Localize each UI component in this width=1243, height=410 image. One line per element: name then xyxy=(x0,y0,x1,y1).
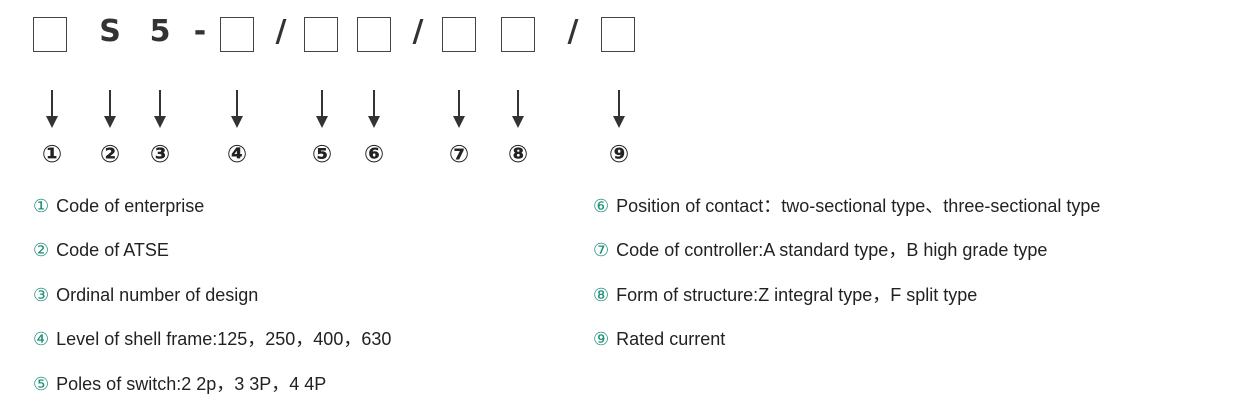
code-letter-s: S xyxy=(99,14,121,49)
legend-marker: ⑦ xyxy=(593,240,610,261)
legend-marker: ② xyxy=(33,240,50,261)
code-slash-1: / xyxy=(275,14,287,49)
legend-marker: ⑤ xyxy=(33,374,50,395)
legend-item-5: ⑤ Poles of switch:2 2p，3 3P，4 4P xyxy=(33,373,326,396)
marker-9: ⑨ xyxy=(608,140,630,168)
code-box-7 xyxy=(442,17,476,52)
code-box-5 xyxy=(304,17,338,52)
marker-1: ① xyxy=(41,140,63,168)
code-box-6 xyxy=(357,17,391,52)
code-box-9 xyxy=(601,17,635,52)
marker-4: ④ xyxy=(226,140,248,168)
legend-text: Code of controller:A standard type，B hig… xyxy=(616,240,1048,260)
legend-marker: ① xyxy=(33,196,50,217)
code-box-8 xyxy=(501,17,535,52)
legend-text: Level of shell frame:125，250，400，630 xyxy=(56,329,392,349)
legend-item-6: ⑥ Position of contact：two-sectional type… xyxy=(593,195,1100,218)
marker-3: ③ xyxy=(149,140,171,168)
code-box-4 xyxy=(220,17,254,52)
code-slash-2: / xyxy=(412,14,424,49)
legend-text: Position of contact：two-sectional type、t… xyxy=(616,196,1101,216)
legend-item-3: ③ Ordinal number of design xyxy=(33,284,258,307)
arrow-down-icon xyxy=(46,90,58,130)
legend-item-8: ⑧ Form of structure:Z integral type，F sp… xyxy=(593,284,977,307)
legend-marker: ⑥ xyxy=(593,196,610,217)
marker-5: ⑤ xyxy=(311,140,333,168)
legend-item-2: ② Code of ATSE xyxy=(33,239,169,262)
arrow-down-icon xyxy=(316,90,328,130)
arrow-down-icon xyxy=(104,90,116,130)
legend-item-1: ① Code of enterprise xyxy=(33,195,204,218)
marker-8: ⑧ xyxy=(507,140,529,168)
legend-marker: ⑨ xyxy=(593,329,610,350)
arrow-down-icon xyxy=(231,90,243,130)
legend-marker: ③ xyxy=(33,285,50,306)
legend-item-4: ④ Level of shell frame:125，250，400，630 xyxy=(33,328,391,351)
legend-item-9: ⑨ Rated current xyxy=(593,328,725,351)
legend-text: Ordinal number of design xyxy=(56,285,259,305)
arrow-down-icon xyxy=(613,90,625,130)
arrow-down-icon xyxy=(453,90,465,130)
code-box-1 xyxy=(33,17,67,52)
legend-text: Code of enterprise xyxy=(56,196,205,216)
arrow-down-icon xyxy=(512,90,524,130)
legend-item-7: ⑦ Code of controller:A standard type，B h… xyxy=(593,239,1047,262)
legend-text: Rated current xyxy=(616,329,726,349)
legend-text: Poles of switch:2 2p，3 3P，4 4P xyxy=(56,374,327,394)
code-slash-3: / xyxy=(567,14,579,49)
code-dash: - xyxy=(193,14,207,49)
code-digit-5: 5 xyxy=(149,14,171,49)
marker-7: ⑦ xyxy=(448,140,470,168)
legend-marker: ⑧ xyxy=(593,285,610,306)
arrow-down-icon xyxy=(154,90,166,130)
legend-text: Code of ATSE xyxy=(56,240,169,260)
marker-6: ⑥ xyxy=(363,140,385,168)
legend-text: Form of structure:Z integral type，F spli… xyxy=(616,285,978,305)
model-code-row: S 5 - / / / xyxy=(0,0,1243,70)
marker-2: ② xyxy=(99,140,121,168)
arrow-down-icon xyxy=(368,90,380,130)
legend-marker: ④ xyxy=(33,329,50,350)
